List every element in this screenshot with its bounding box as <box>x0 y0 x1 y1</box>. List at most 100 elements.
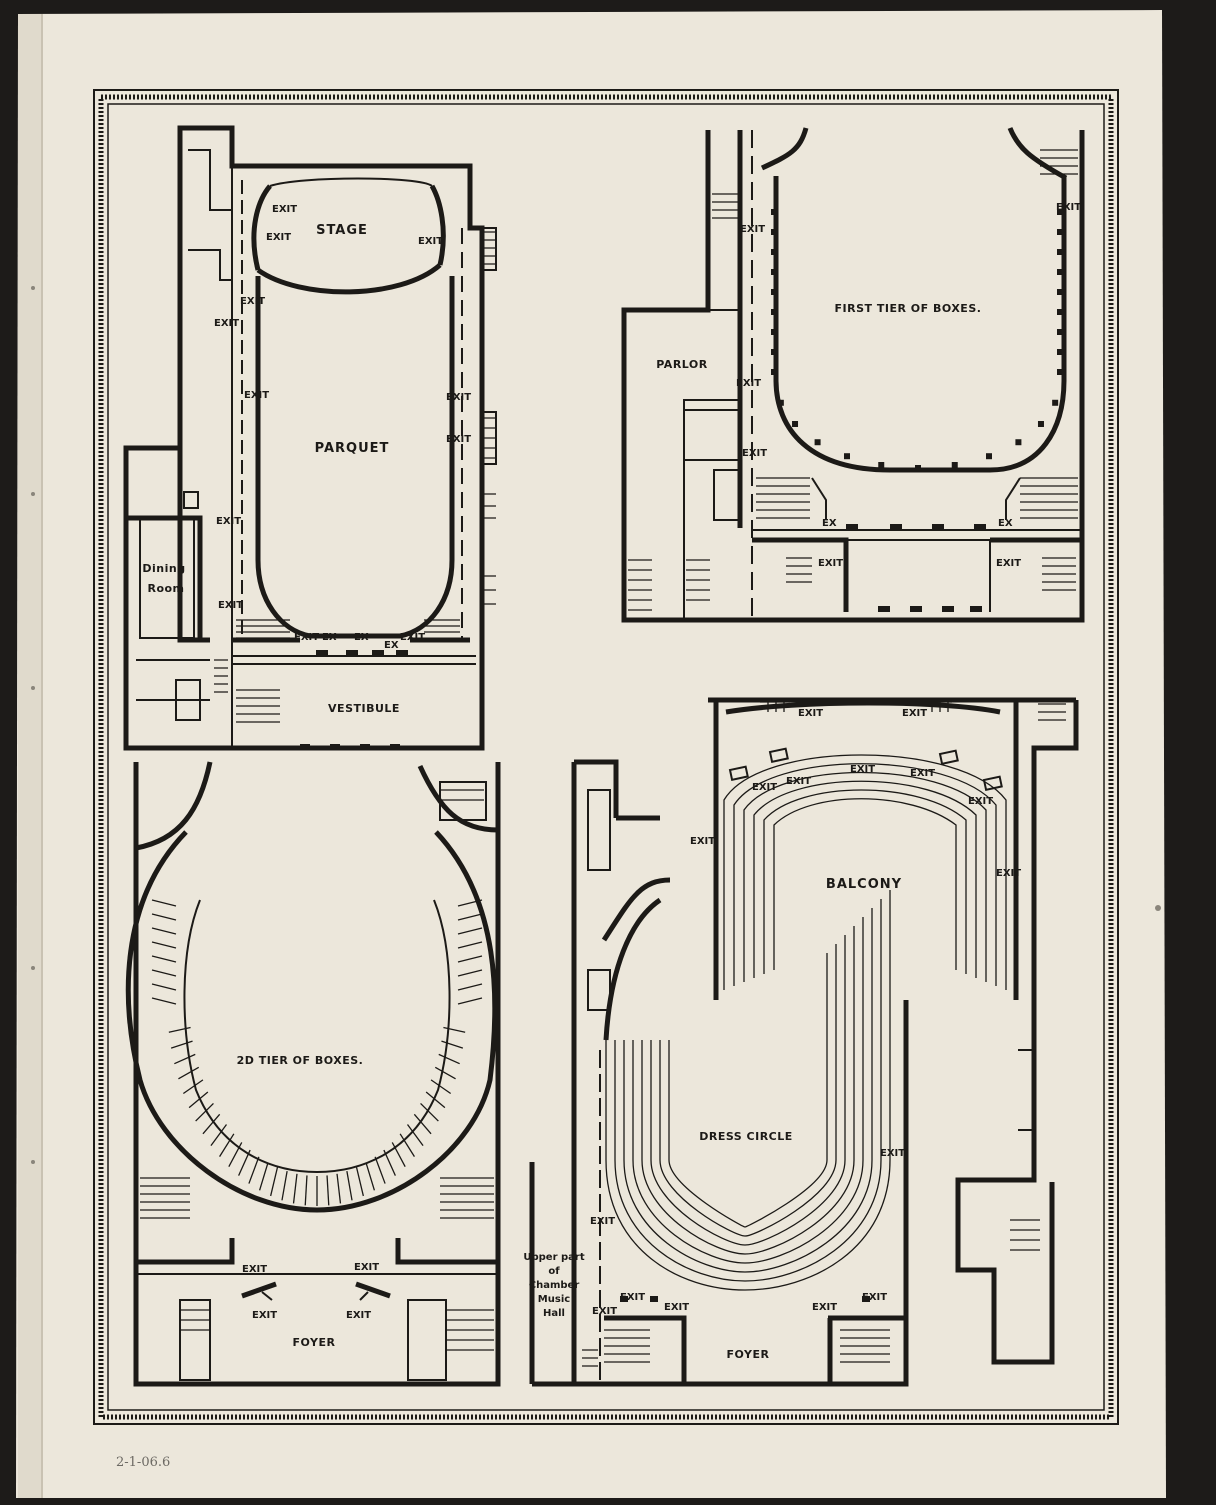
balcony-box <box>728 765 749 781</box>
box-partition <box>406 1124 424 1147</box>
box-marker <box>951 462 958 469</box>
exit-label: EXIT <box>818 558 843 569</box>
box-partition <box>457 899 483 907</box>
box-marker <box>1057 249 1063 255</box>
box-partition <box>457 969 483 977</box>
box-marker <box>1052 399 1059 406</box>
dress-circle-seat-row <box>659 944 837 1237</box>
box-marker <box>792 421 799 427</box>
box-partition <box>188 1091 209 1109</box>
box-marker <box>771 329 777 335</box>
box-partition <box>238 1149 251 1176</box>
exit-label: EXIT <box>400 632 425 643</box>
exit-label: EXIT <box>242 1264 267 1275</box>
svg-text:Upper part: Upper part <box>523 1252 584 1263</box>
binding-edge <box>18 14 42 1498</box>
box-marker <box>986 453 992 460</box>
exit-label: EXIT <box>740 224 765 235</box>
box-partition <box>365 1162 376 1191</box>
box-partition <box>151 941 177 949</box>
box-partition <box>270 1167 279 1197</box>
box-partition <box>420 1102 439 1122</box>
box-marker <box>771 229 777 235</box>
box-marker <box>1057 229 1063 235</box>
exit-label: EXIT <box>418 236 443 247</box>
exit-label: EXIT <box>218 600 243 611</box>
box-marker <box>771 309 777 315</box>
box-marker <box>777 399 784 406</box>
box-marker <box>771 349 777 355</box>
pencil-catalog-note: 2-1-06.6 <box>116 1455 170 1470</box>
dress-circle-seat-row <box>614 899 882 1282</box>
second-tier-floor-plan: 2D TIER OF BOXES. FOYER EXIT EXIT EXIT E… <box>125 761 501 1387</box>
exit-label: EXIT <box>742 448 767 459</box>
first-tier-floor-plan: FIRST TIER OF BOXES. PARLOR EXIT EXIT EX… <box>621 127 1085 623</box>
exit-label: EXIT <box>446 434 471 445</box>
box-partition <box>457 913 483 921</box>
ex-label: EX <box>822 518 837 529</box>
ex-label: EX <box>998 518 1013 529</box>
paper-page <box>16 10 1166 1498</box>
dress-circle-seat-row <box>650 935 846 1246</box>
box-marker <box>1015 439 1022 446</box>
dining-room-label-line2: Room <box>147 582 184 595</box>
box-partition <box>182 1079 204 1095</box>
box-partition <box>258 1162 269 1191</box>
svg-text:Music: Music <box>538 1294 570 1305</box>
box-marker <box>771 209 777 215</box>
balcony-seat-row <box>743 771 987 982</box>
outer-border <box>93 89 1119 1425</box>
balcony-seat-row <box>753 780 977 978</box>
ex-label: EX <box>354 632 369 643</box>
balcony-seat-row <box>763 789 967 974</box>
box-marker <box>814 439 821 446</box>
box-partition <box>151 983 177 991</box>
exit-label: EXIT <box>252 1310 277 1321</box>
exit-label: EXIT <box>272 204 297 215</box>
box-partition <box>430 1079 452 1095</box>
exit-label: EXIT <box>664 1302 689 1313</box>
box-marker <box>1057 289 1063 295</box>
exit-label: EXIT <box>592 1306 617 1317</box>
box-marker <box>1037 421 1044 427</box>
box-marker <box>1057 309 1063 315</box>
box-partition <box>170 1040 193 1049</box>
exit-label: EXIT <box>446 392 471 403</box>
parlor-label: PARLOR <box>656 358 708 371</box>
box-partition <box>174 1053 196 1065</box>
exit-label: EXIT <box>812 1302 837 1313</box>
balcony-floor-plan: BALCONY DRESS CIRCLE FOYER Upper part of… <box>523 697 1079 1387</box>
box-marker <box>771 289 777 295</box>
box-partition <box>441 1040 464 1049</box>
box-partition <box>346 1171 353 1201</box>
exit-label: EXIT <box>620 1292 645 1303</box>
balcony-box <box>768 747 789 763</box>
exit-label: EXIT <box>266 232 291 243</box>
exit-label: EXIT <box>216 516 241 527</box>
exit-label: EXIT <box>354 1262 379 1273</box>
box-partition <box>457 983 483 991</box>
exit-label: EXIT <box>880 1148 905 1159</box>
box-partition <box>438 1053 460 1065</box>
box-partition <box>355 1167 364 1197</box>
box-partition <box>413 1113 432 1135</box>
box-marker <box>771 369 777 375</box>
dining-room-label-line1: Dining <box>142 562 185 575</box>
exit-label: EXIT <box>862 1292 887 1303</box>
box-partition <box>151 969 177 977</box>
box-partition <box>443 1026 466 1033</box>
box-partition <box>168 1026 191 1033</box>
box-partition <box>228 1142 243 1167</box>
exit-label: EXIT <box>346 1310 371 1321</box>
box-partition <box>457 955 483 963</box>
exit-label: EXIT <box>690 836 715 847</box>
foyer-label: FOYER <box>293 1336 336 1349</box>
exit-label: EXIT <box>786 776 811 787</box>
box-partition <box>281 1171 288 1201</box>
balcony-seat-row <box>723 754 1007 990</box>
dress-circle-seat-row <box>632 917 864 1264</box>
box-marker <box>1057 269 1063 275</box>
vestibule-label: VESTIBULE <box>328 702 400 715</box>
box-partition <box>151 899 177 907</box>
